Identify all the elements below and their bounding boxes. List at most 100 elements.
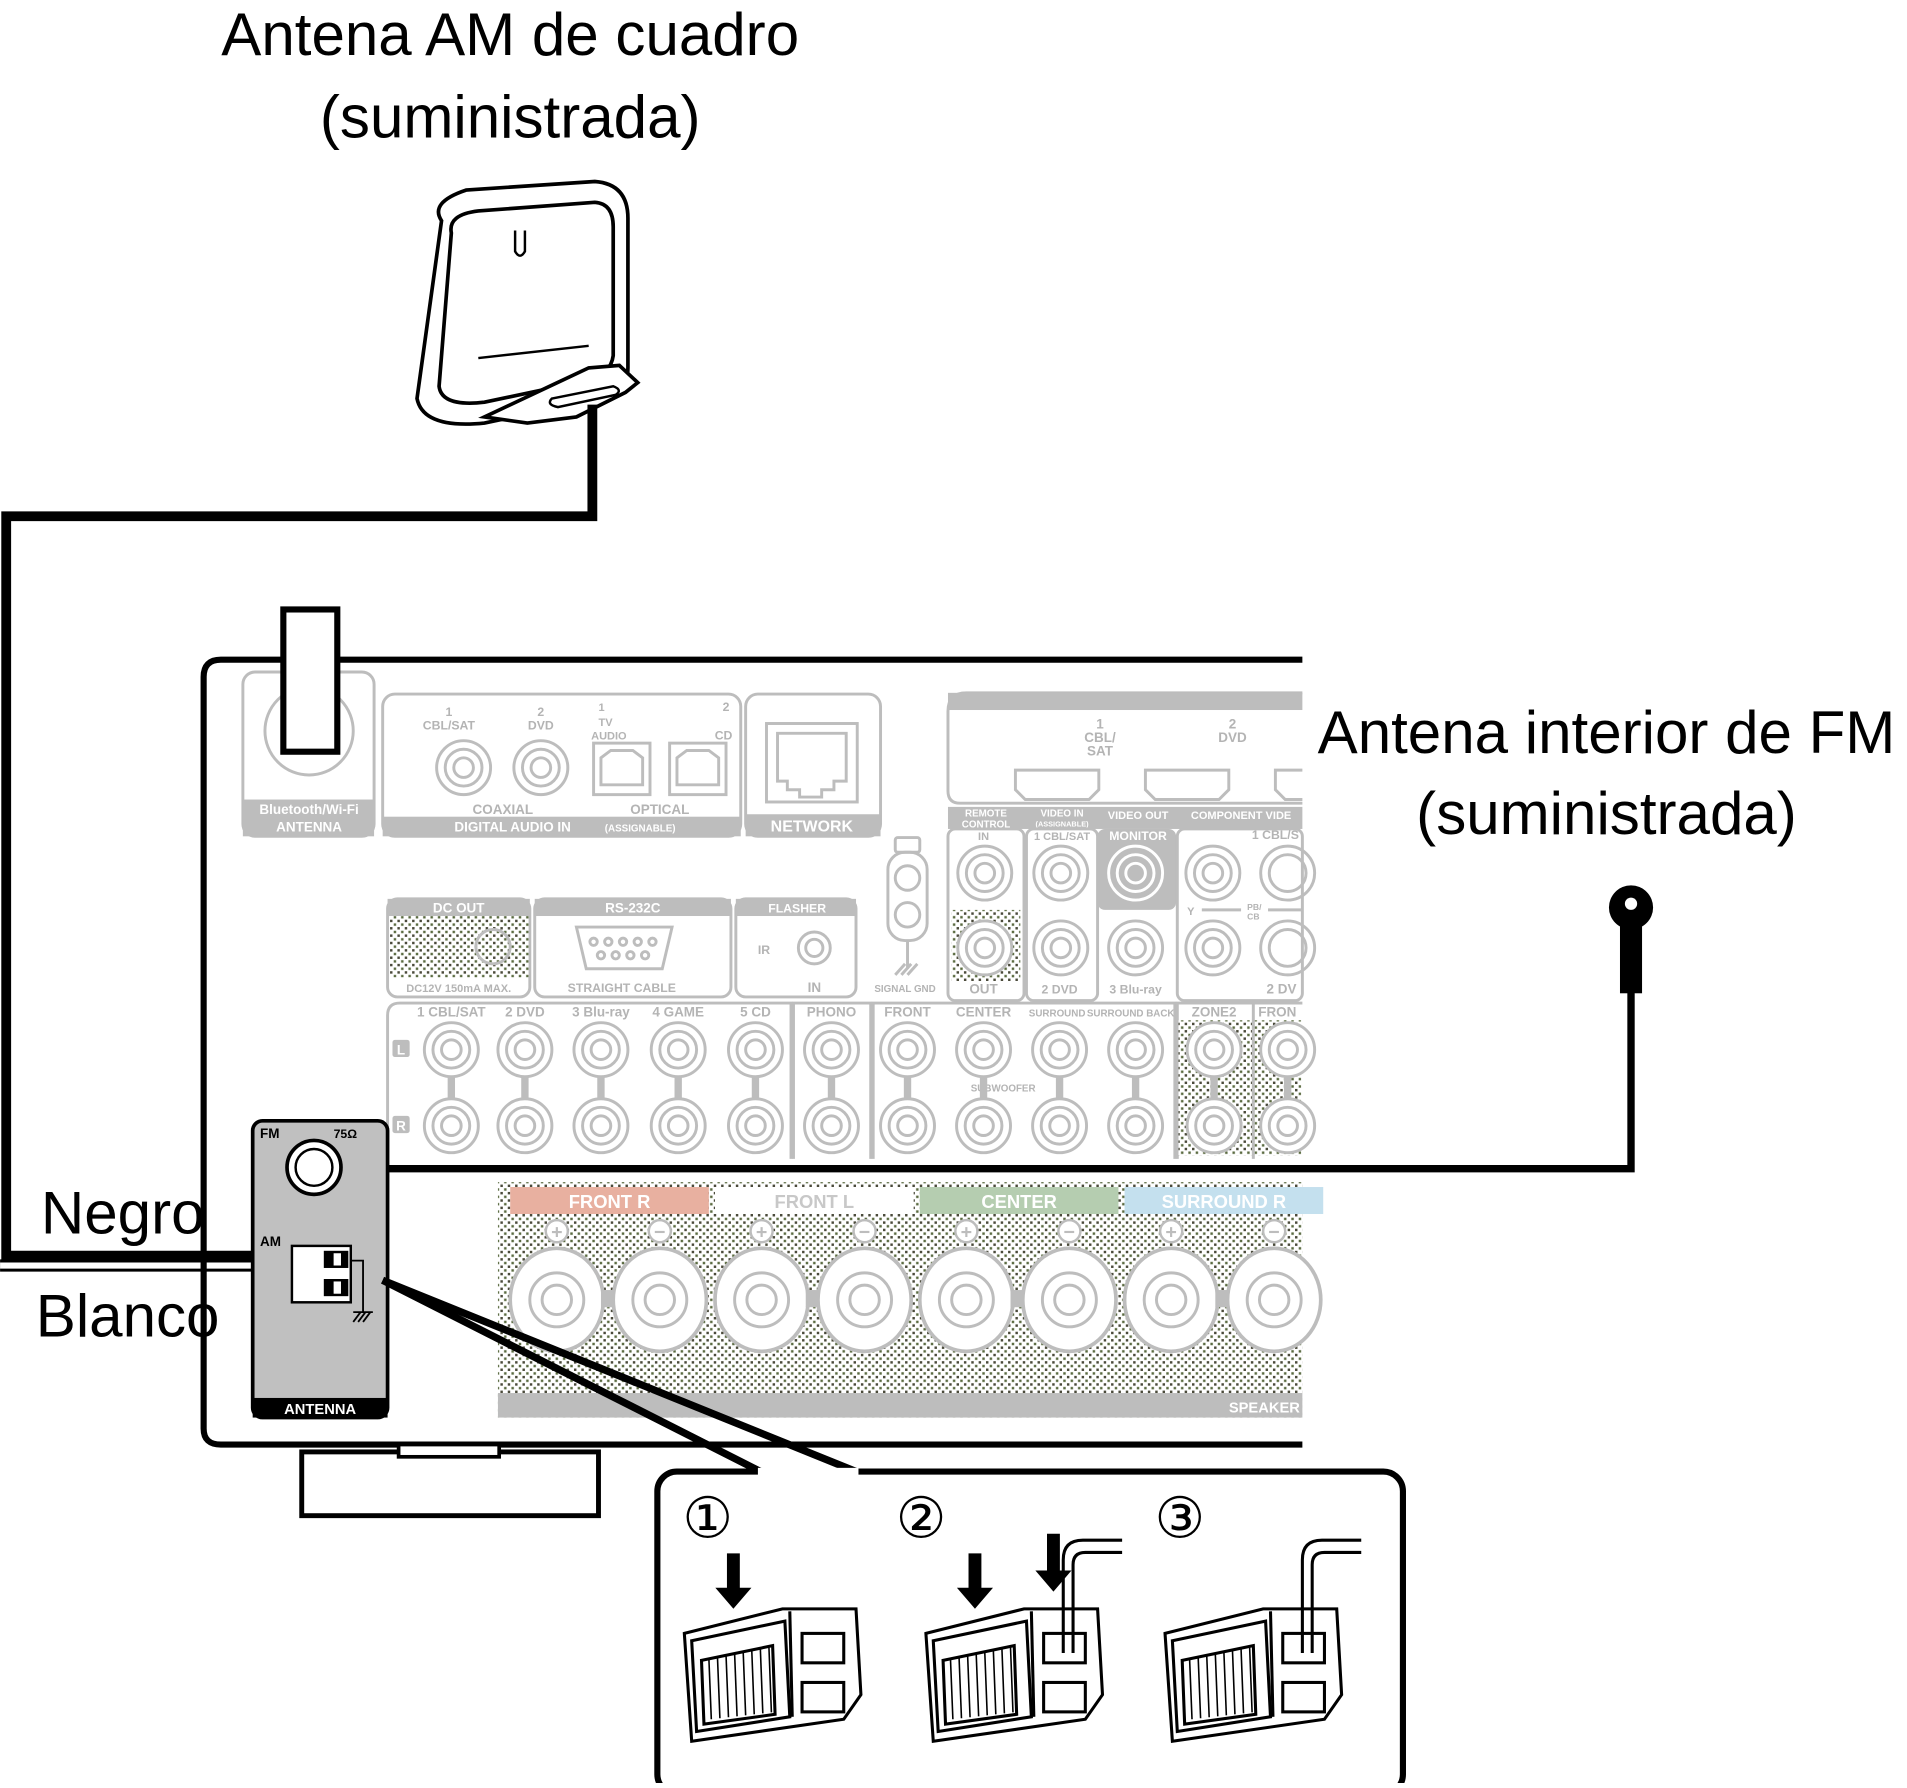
fm-antenna-subtitle: (suministrada) bbox=[1416, 780, 1797, 847]
svg-text:−: − bbox=[1268, 1222, 1279, 1244]
am-terminal-step-illustration bbox=[682, 1553, 863, 1744]
zone2-label: ZONE2 bbox=[1192, 1005, 1237, 1020]
svg-text:−: − bbox=[859, 1222, 870, 1244]
dc-out-spec: DC12V 150mA MAX. bbox=[406, 983, 511, 995]
wire-label-black: Negro bbox=[41, 1180, 205, 1247]
coaxial-jack-2 bbox=[512, 739, 570, 797]
am-loop-antenna-icon bbox=[415, 179, 641, 426]
step-callout-box: ① ② ③ bbox=[654, 1467, 1406, 1788]
digital-audio-sub: (ASSIGNABLE) bbox=[605, 823, 676, 834]
rca-jack-pair bbox=[1259, 1021, 1317, 1155]
video-in-2-label: 2 DVD bbox=[1042, 982, 1078, 996]
rca-jack-pair bbox=[1185, 1021, 1243, 1155]
callout-line-2 bbox=[381, 1276, 858, 1475]
opt1-label-b: AUDIO bbox=[591, 730, 627, 742]
speaker-binding-post[interactable]: + bbox=[508, 1218, 606, 1354]
receiver-rear-panel bbox=[200, 656, 1303, 1448]
optical-jack-1 bbox=[592, 741, 652, 797]
component-2-label: 2 DV bbox=[1267, 981, 1297, 996]
step-3-number: ③ bbox=[1154, 1487, 1205, 1550]
monitor-label: MONITOR bbox=[1109, 829, 1167, 843]
receiver-foot-detail bbox=[396, 1442, 502, 1459]
hdmi-port-3 bbox=[1273, 768, 1303, 802]
am-cable-black bbox=[1, 404, 598, 1261]
video-in-title: VIDEO IN bbox=[1041, 809, 1084, 820]
serial-port-icon bbox=[574, 925, 674, 971]
fm-ohm-label: 75Ω bbox=[334, 1127, 358, 1141]
hdmi2-label: DVD bbox=[1218, 730, 1247, 745]
speaker-terminals-section: SPEAKER FRONT R+−FRONT L+−CENTER+−SURROU… bbox=[497, 1182, 1324, 1418]
rca-jack-pair bbox=[803, 1021, 860, 1155]
rca-jack-pair bbox=[649, 1021, 707, 1155]
opt1-num: 1 bbox=[598, 702, 604, 714]
wire-label-white: Blanco bbox=[36, 1283, 220, 1350]
bt-wifi-antenna-stick bbox=[280, 606, 341, 755]
video-in-1-label: 1 CBL/SAT bbox=[1034, 831, 1090, 843]
step-1-number: ① bbox=[682, 1487, 733, 1550]
am-terminal-step-illustration bbox=[1163, 1538, 1362, 1744]
opt1-label-a: TV bbox=[598, 717, 613, 729]
svg-text:+: + bbox=[1165, 1222, 1176, 1244]
preout-surround-back-label: SURROUND BACK bbox=[1087, 1009, 1175, 1020]
rca-jack-pair bbox=[1031, 1021, 1089, 1155]
component-pb-label: PB/ bbox=[1247, 902, 1262, 912]
preout-surround-label: SURROUND bbox=[1029, 1009, 1086, 1020]
rca-jack-pair bbox=[572, 1021, 630, 1155]
dc-out-section: DC OUT DC12V 150mA MAX. bbox=[386, 897, 532, 999]
video-out-title: VIDEO OUT bbox=[1108, 810, 1169, 822]
antenna-panel-title: ANTENNA bbox=[284, 1402, 356, 1418]
am-terminal-step-illustration bbox=[924, 1533, 1123, 1744]
speaker-group-label: FRONT R bbox=[569, 1191, 651, 1212]
hdmi-section: 1 CBL/ SAT 2 DVD bbox=[946, 691, 1303, 805]
flasher-ir-label: IR bbox=[758, 943, 770, 957]
hdmi-port-2 bbox=[1143, 768, 1231, 802]
remote-in-label: IN bbox=[978, 831, 989, 843]
rs232c-title: RS-232C bbox=[605, 900, 661, 915]
digital-audio-in-section: 1 CBL/SAT 2 DVD 1 TV AUDIO 2 CD COAXIAL … bbox=[381, 692, 743, 838]
channel-l-badge: L bbox=[397, 1043, 405, 1058]
rca-jack-pair bbox=[727, 1021, 784, 1155]
speaker-group-label: SURROUND R bbox=[1162, 1191, 1287, 1212]
speaker-group: CENTER + − bbox=[917, 1187, 1119, 1354]
speaker-group: FRONT R+− bbox=[508, 1187, 709, 1354]
channel-r-badge: R bbox=[396, 1119, 406, 1134]
ground-icon bbox=[352, 1311, 373, 1323]
svg-text:+: + bbox=[961, 1222, 972, 1244]
speaker-binding-post[interactable]: + bbox=[917, 1218, 1015, 1354]
audio-in-3-label: 3 Blu-ray bbox=[572, 1005, 630, 1020]
svg-text:+: + bbox=[756, 1222, 767, 1244]
signal-gnd-terminal: SIGNAL GND bbox=[874, 836, 936, 995]
speaker-binding-post[interactable]: + bbox=[1122, 1218, 1220, 1354]
am-antenna-title: Antena AM de cuadro bbox=[221, 1, 799, 68]
zone2-front-label: FRON bbox=[1258, 1005, 1296, 1020]
flasher-title: FLASHER bbox=[768, 901, 826, 915]
video-in-sub: (ASSIGNABLE) bbox=[1036, 820, 1090, 829]
opt2-label: CD bbox=[715, 728, 733, 742]
antenna-terminal-panel: FM 75Ω AM ANTENNA bbox=[250, 1118, 390, 1420]
receiver-foot bbox=[299, 1449, 601, 1519]
opt2-num: 2 bbox=[723, 700, 730, 714]
optical-jack-2 bbox=[668, 741, 728, 797]
hdmi2-num: 2 bbox=[1229, 716, 1237, 731]
coax2-num: 2 bbox=[537, 705, 544, 719]
speaker-group-label: CENTER bbox=[981, 1191, 1057, 1212]
fm-label: FM bbox=[260, 1126, 279, 1141]
network-section: NETWORK bbox=[744, 692, 883, 838]
bt-label-2: ANTENNA bbox=[276, 819, 342, 834]
rs232c-sub: STRAIGHT CABLE bbox=[568, 981, 676, 995]
video-in-3-label: 3 Blu-ray bbox=[1109, 982, 1162, 996]
flasher-in-label: IN bbox=[808, 980, 821, 995]
svg-text:+: + bbox=[551, 1222, 562, 1244]
fm-antenna-title: Antena interior de FM bbox=[1318, 699, 1896, 766]
bt-label-1: Bluetooth/Wi-Fi bbox=[259, 802, 358, 817]
remote-title-b: CONTROL bbox=[962, 820, 1010, 831]
hdmi1-label-b: SAT bbox=[1087, 743, 1114, 758]
phono-label: PHONO bbox=[807, 1005, 856, 1020]
step-2-number: ② bbox=[896, 1487, 947, 1550]
speaker-binding-post[interactable]: − bbox=[1020, 1218, 1118, 1354]
component-title: COMPONENT VIDE bbox=[1191, 810, 1291, 822]
rca-jack-pair bbox=[879, 1021, 936, 1155]
ethernet-port-icon bbox=[765, 722, 859, 804]
hdmi-port-1 bbox=[1013, 768, 1101, 802]
audio-in-5-label: 5 CD bbox=[740, 1005, 771, 1020]
